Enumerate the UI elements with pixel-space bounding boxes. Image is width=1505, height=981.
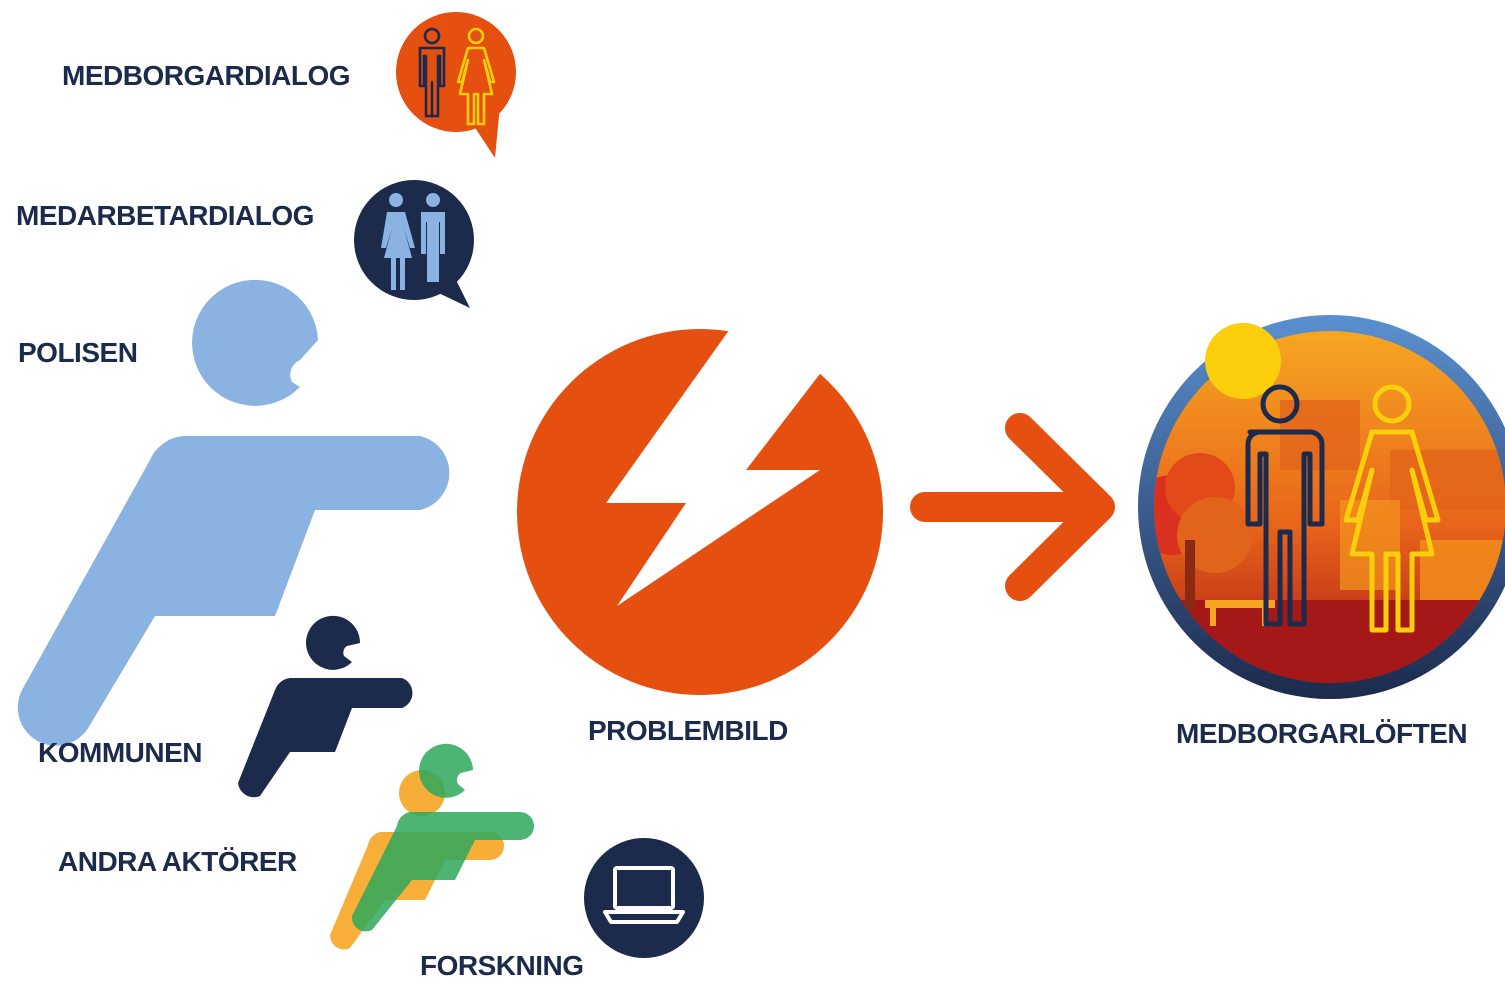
andra-aktorer-label: ANDRA AKTÖRER (58, 846, 297, 877)
medborgardialog-bubble-icon (396, 12, 516, 158)
medborgardialog-label: MEDBORGARDIALOG (62, 60, 351, 91)
kommunen-label: KOMMUNEN (38, 737, 203, 768)
andra-aktorer-figure-icon (329, 743, 534, 950)
forskning-label: FORSKNING (420, 950, 584, 981)
polisen-figure-icon (17, 279, 450, 746)
problembild-lightning-icon (517, 312, 883, 695)
kommunen-figure-icon (238, 615, 413, 798)
medborgarloften-scene-icon (1138, 315, 1505, 699)
medarbetardialog-bubble-icon (354, 180, 474, 308)
forskning-laptop-icon (584, 838, 704, 958)
medarbetardialog-label: MEDARBETARDIALOG (16, 200, 314, 231)
medborgarloften-label: MEDBORGARLÖFTEN (1176, 718, 1468, 749)
arrow-right-icon (910, 413, 1115, 601)
polisen-label: POLISEN (18, 337, 138, 368)
problembild-label: PROBLEMBILD (588, 715, 788, 746)
